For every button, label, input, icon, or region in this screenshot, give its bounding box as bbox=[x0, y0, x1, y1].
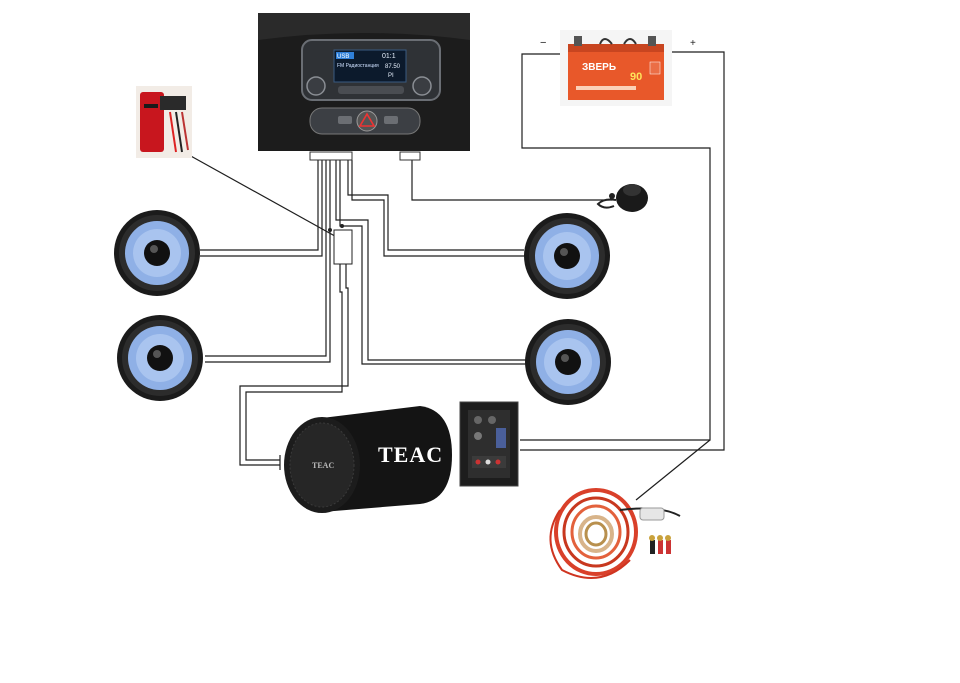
line-output-adapter bbox=[136, 86, 192, 158]
speaker-front-right bbox=[524, 213, 610, 299]
iso-connector bbox=[309, 151, 353, 161]
wire-battery-negative bbox=[520, 53, 711, 441]
battery-body bbox=[568, 50, 664, 100]
radio-display bbox=[333, 49, 407, 83]
speaker-rear-left bbox=[117, 315, 203, 401]
subwoofer-amplifier-panel bbox=[459, 401, 519, 487]
wire-antenna bbox=[411, 160, 612, 201]
wire-sub-2 bbox=[245, 262, 343, 461]
wire-rear-left-2 bbox=[205, 160, 331, 363]
display-source: USB bbox=[337, 54, 349, 60]
fuse-holder bbox=[639, 507, 665, 521]
wiring bbox=[179, 51, 725, 501]
wire-front-right bbox=[347, 160, 524, 251]
battery-plus-label: + bbox=[690, 38, 696, 49]
display-track: 01:1 bbox=[382, 53, 396, 60]
display-station: FM Радиостанция bbox=[337, 63, 379, 69]
subwoofer-cap-brand: TEAC bbox=[312, 461, 334, 470]
display-pi: PI bbox=[388, 73, 394, 79]
wire-adapter bbox=[179, 149, 343, 241]
tune-knob bbox=[412, 76, 432, 96]
volume-knob bbox=[306, 76, 326, 96]
wire-rear-left bbox=[205, 160, 327, 357]
battery-capacity: 90 bbox=[630, 71, 642, 83]
display-frequency: 87.50 bbox=[385, 64, 401, 70]
battery-minus-label: − bbox=[540, 37, 546, 49]
battery-terminal-negative bbox=[574, 36, 582, 46]
junction-box bbox=[328, 224, 353, 265]
antenna-connector bbox=[399, 151, 421, 161]
speaker-front-left bbox=[114, 210, 200, 296]
wire-sub-1 bbox=[239, 260, 349, 466]
car-battery: ЗВЕРЬ 90 bbox=[560, 30, 672, 106]
hazard-triangle-icon bbox=[358, 112, 376, 127]
wire-front-right-2 bbox=[351, 160, 524, 257]
wire-battery-positive bbox=[520, 51, 725, 451]
antenna bbox=[596, 184, 648, 212]
head-unit: USB 01:1 FM Радиостанция 87.50 PI bbox=[258, 13, 470, 151]
battery-terminal-positive bbox=[648, 36, 656, 46]
wire-rear-right bbox=[335, 160, 526, 361]
wire-front-left bbox=[200, 160, 319, 251]
speaker-rear-right bbox=[525, 319, 611, 405]
wire-rear-right-2 bbox=[339, 160, 526, 365]
wire-kit bbox=[635, 439, 711, 501]
subwoofer-tube: TEAC TEAC bbox=[284, 406, 452, 513]
ring-terminals bbox=[649, 535, 671, 554]
amp-wiring-kit bbox=[549, 488, 681, 579]
battery-brand: ЗВЕРЬ bbox=[582, 62, 616, 73]
wire-front-left-2 bbox=[200, 160, 323, 257]
subwoofer-brand: TEAC bbox=[378, 442, 443, 467]
